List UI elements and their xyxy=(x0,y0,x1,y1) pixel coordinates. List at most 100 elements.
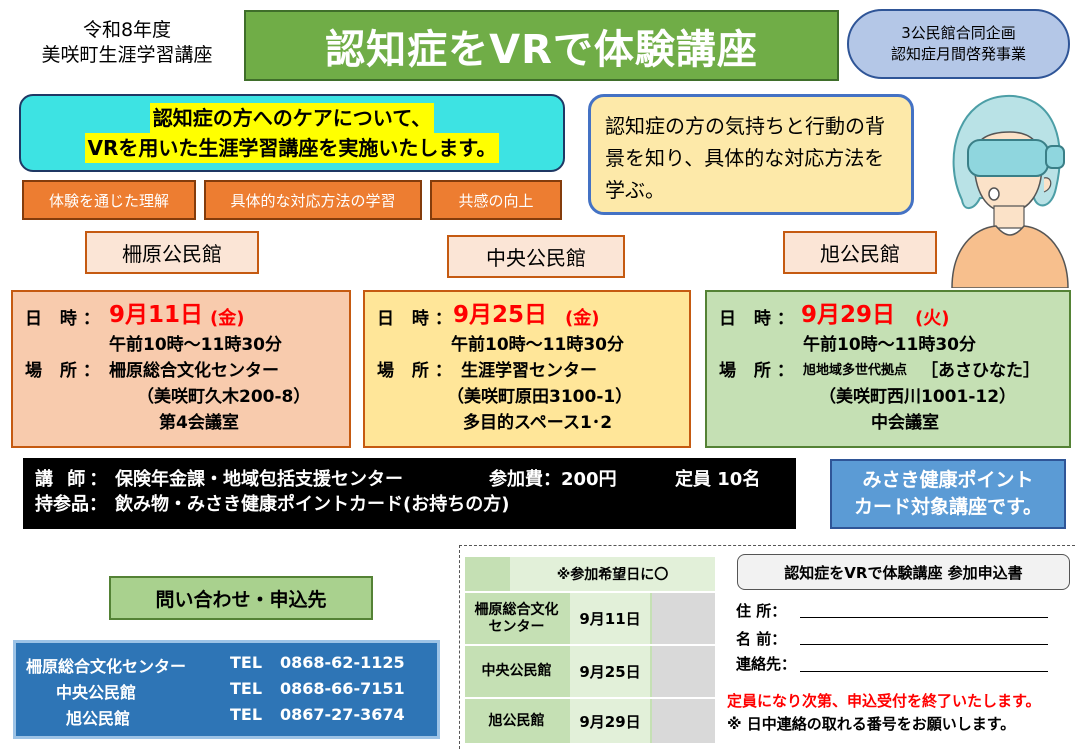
intro-banner: 認知症の方へのケアについて、 VRを用いた生涯学習講座を実施いたします。 xyxy=(19,94,565,172)
date-label: 日 時： xyxy=(719,309,800,329)
name-field[interactable] xyxy=(800,644,1048,645)
venue-box-yanahara: 日 時： 9月11日 (金) 午前10時～11時30分 場 所： 柵原総合文化セ… xyxy=(11,290,351,448)
phone-notice: ※ 日中連絡の取れる番号をお願いします。 xyxy=(727,715,1016,733)
capacity-notice: 定員になり次第、申込受付を終了いたします。 xyxy=(727,692,1041,710)
event-place: 生涯学習センター xyxy=(461,361,597,381)
venue-cell-line-2: センター xyxy=(488,618,545,635)
feature-tag-empathy: 共感の向上 xyxy=(430,180,562,220)
event-address: （美咲町西川1001-12） xyxy=(819,387,1017,407)
name-label: 名 前： xyxy=(736,630,787,648)
place-label: 場 所： xyxy=(25,361,106,381)
lecturer-label: 講 師： xyxy=(35,469,112,490)
contact-field[interactable] xyxy=(800,671,1048,672)
lecturer-value: 保険年金課・地域包括支援センター xyxy=(115,469,403,490)
event-date: 9月29日 xyxy=(801,302,896,328)
intro-line-1: 認知症の方へのケアについて、 xyxy=(149,103,435,133)
tel-label: TEL xyxy=(230,705,263,724)
ear-shape xyxy=(1043,177,1052,193)
event-date: 9月25日 xyxy=(453,302,548,328)
venue-title-asahi: 旭公民館 xyxy=(783,231,937,274)
point-line-2: カード対象講座です。 xyxy=(853,496,1043,518)
place-label: 場 所： xyxy=(377,361,458,381)
table-header-label: ※参加希望日に〇 xyxy=(510,557,715,591)
contact-title: 問い合わせ・申込先 xyxy=(109,576,373,620)
fiscal-year: 令和8年度 xyxy=(82,19,172,41)
tel-label: TEL xyxy=(230,679,263,698)
table-row: 中央公民館 9月25日 xyxy=(465,646,715,697)
date-cell: 9月29日 xyxy=(570,699,650,743)
shirt-shape xyxy=(951,225,1069,288)
vr-person-illustration xyxy=(951,94,1069,288)
event-place: ［あさひなた］ xyxy=(921,361,1040,381)
fee-value: 参加費：200円 xyxy=(489,469,617,490)
event-weekday: (金) xyxy=(565,308,600,329)
feature-tag-understanding: 体験を通じた理解 xyxy=(22,180,196,220)
attendance-check-cell[interactable] xyxy=(652,593,715,644)
course-info-bar: 講 師： 保険年金課・地域包括支援センター 参加費：200円 定員 10名 持参… xyxy=(23,458,796,529)
date-selection-table: ※参加希望日に〇 柵原総合文化 センター 9月11日 中央公民館 9月25日 旭… xyxy=(465,557,715,743)
event-place-prefix: 旭地域多世代拠点 xyxy=(803,363,908,378)
capacity-value: 定員 10名 xyxy=(675,469,761,490)
date-cell: 9月25日 xyxy=(570,646,650,697)
event-room: 多目的スペース1･2 xyxy=(463,413,613,433)
tel-label: TEL xyxy=(230,653,263,672)
address-label: 住 所： xyxy=(736,602,787,620)
contact-box: 柵原総合文化センター TEL 0868-62-1125 中央公民館 TEL 08… xyxy=(13,640,440,739)
event-weekday: (火) xyxy=(915,308,950,329)
event-time: 午前10時～11時30分 xyxy=(109,335,282,355)
event-address: （美咲町原田3100-1） xyxy=(447,387,633,407)
contact-label: 連絡先： xyxy=(736,655,797,673)
event-room: 第4会議室 xyxy=(159,413,239,433)
venue-cell-line-1: 柵原総合文化 xyxy=(474,601,559,618)
feature-tag-methods: 具体的な対応方法の学習 xyxy=(204,180,422,220)
date-label: 日 時： xyxy=(377,309,458,329)
venue-cell: 旭公民館 xyxy=(488,712,545,729)
event-weekday: (金) xyxy=(210,308,245,329)
vr-headset-shape xyxy=(967,139,1049,177)
table-row: 旭公民館 9月29日 xyxy=(465,699,715,743)
event-room: 中会議室 xyxy=(871,413,939,433)
contact-tel: 0868-62-1125 xyxy=(280,653,405,672)
point-line-1: みさき健康ポイント xyxy=(862,469,1034,491)
venue-title-yanahara: 柵原公民館 xyxy=(85,231,259,274)
venue-title-chuo: 中央公民館 xyxy=(447,235,625,278)
intro-line-2: VRを用いた生涯学習講座を実施いたします。 xyxy=(84,133,500,163)
form-cut-line xyxy=(459,545,1075,749)
attendance-check-cell[interactable] xyxy=(652,699,715,743)
program-name: 美咲町生涯学習講座 xyxy=(41,44,213,66)
bring-label: 持参品： xyxy=(35,494,107,515)
neck-shape xyxy=(993,205,1025,229)
venue-cell: 柵原総合文化 センター xyxy=(465,593,568,644)
contact-name: 旭公民館 xyxy=(66,709,131,728)
joint-project-badge: 3公民館合同企画 認知症月間啓発事業 xyxy=(847,9,1070,79)
table-row: 柵原総合文化 センター 9月11日 xyxy=(465,593,715,644)
mouth-shape xyxy=(988,187,1000,201)
event-place: 柵原総合文化センター xyxy=(109,361,279,381)
badge-line-2: 認知症月間啓発事業 xyxy=(890,45,1026,63)
vr-strap-shape xyxy=(1045,145,1065,169)
contact-tel: 0867-27-3674 xyxy=(280,705,405,724)
contact-tel: 0868-66-7151 xyxy=(280,679,405,698)
venue-cell: 中央公民館 xyxy=(481,663,552,679)
venue-box-chuo: 日 時： 9月25日 (金) 午前10時～11時30分 場 所： 生涯学習センタ… xyxy=(363,290,691,448)
page-title: 認知症をVRで体験講座 xyxy=(244,10,839,81)
contact-name: 柵原総合文化センター xyxy=(26,657,187,676)
event-address: （美咲町久木200-8） xyxy=(137,387,311,407)
venue-box-asahi: 日 時： 9月29日 (火) 午前10時～11時30分 場 所： 旭地域多世代拠… xyxy=(705,290,1071,448)
table-header: ※参加希望日に〇 xyxy=(465,557,715,591)
badge-line-1: 3公民館合同企画 xyxy=(901,24,1016,42)
organizer-label: 令和8年度 美咲町生涯学習講座 xyxy=(14,18,240,68)
event-date: 9月11日 xyxy=(109,302,204,328)
event-time: 午前10時～11時30分 xyxy=(803,335,976,355)
place-label: 場 所： xyxy=(719,361,800,381)
contact-name: 中央公民館 xyxy=(56,683,137,702)
purpose-bubble: 認知症の方の気持ちと行動の背景を知り、具体的な対応方法を学ぶ。 xyxy=(588,94,914,215)
date-cell: 9月11日 xyxy=(570,593,650,644)
address-field[interactable] xyxy=(800,617,1048,618)
application-form-title: 認知症をVRで体験講座 参加申込書 xyxy=(737,554,1070,590)
health-point-notice: みさき健康ポイント カード対象講座です。 xyxy=(830,459,1066,529)
bring-value: 飲み物・みさき健康ポイントカード(お持ちの方) xyxy=(115,494,510,515)
attendance-check-cell[interactable] xyxy=(652,646,715,697)
date-label: 日 時： xyxy=(25,309,106,329)
event-time: 午前10時～11時30分 xyxy=(451,335,624,355)
